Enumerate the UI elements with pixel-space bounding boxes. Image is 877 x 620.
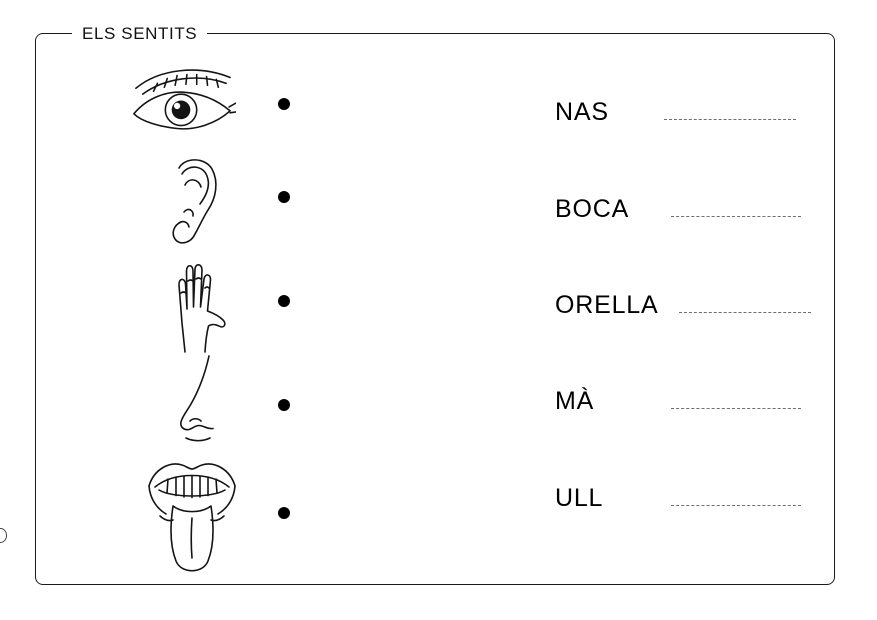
ear-image xyxy=(156,155,226,247)
word-label-nas: NAS xyxy=(555,98,609,126)
answer-line-orella[interactable] xyxy=(679,297,811,313)
nose-image xyxy=(163,352,231,444)
match-dot-row3[interactable] xyxy=(278,295,290,307)
word-label-orella: ORELLA xyxy=(555,291,659,319)
match-dot-row4[interactable] xyxy=(278,399,290,411)
worksheet-title: ELS SENTITS xyxy=(72,22,208,46)
match-dot-row2[interactable] xyxy=(278,191,290,203)
eye-image xyxy=(128,64,236,142)
match-dot-row1[interactable] xyxy=(278,98,290,110)
word-label-boca: BOCA xyxy=(555,195,630,223)
answer-line-boca[interactable] xyxy=(671,201,801,217)
hand-image xyxy=(160,255,232,353)
match-dot-row5[interactable] xyxy=(278,507,290,519)
mouth-tongue-image xyxy=(142,450,242,580)
answer-line-ma[interactable] xyxy=(671,393,801,409)
answer-line-nas[interactable] xyxy=(664,104,796,120)
word-label-ma: MÀ xyxy=(555,387,595,415)
edge-artifact xyxy=(0,528,7,543)
answer-line-ull[interactable] xyxy=(671,490,801,506)
word-label-ull: ULL xyxy=(555,484,604,512)
